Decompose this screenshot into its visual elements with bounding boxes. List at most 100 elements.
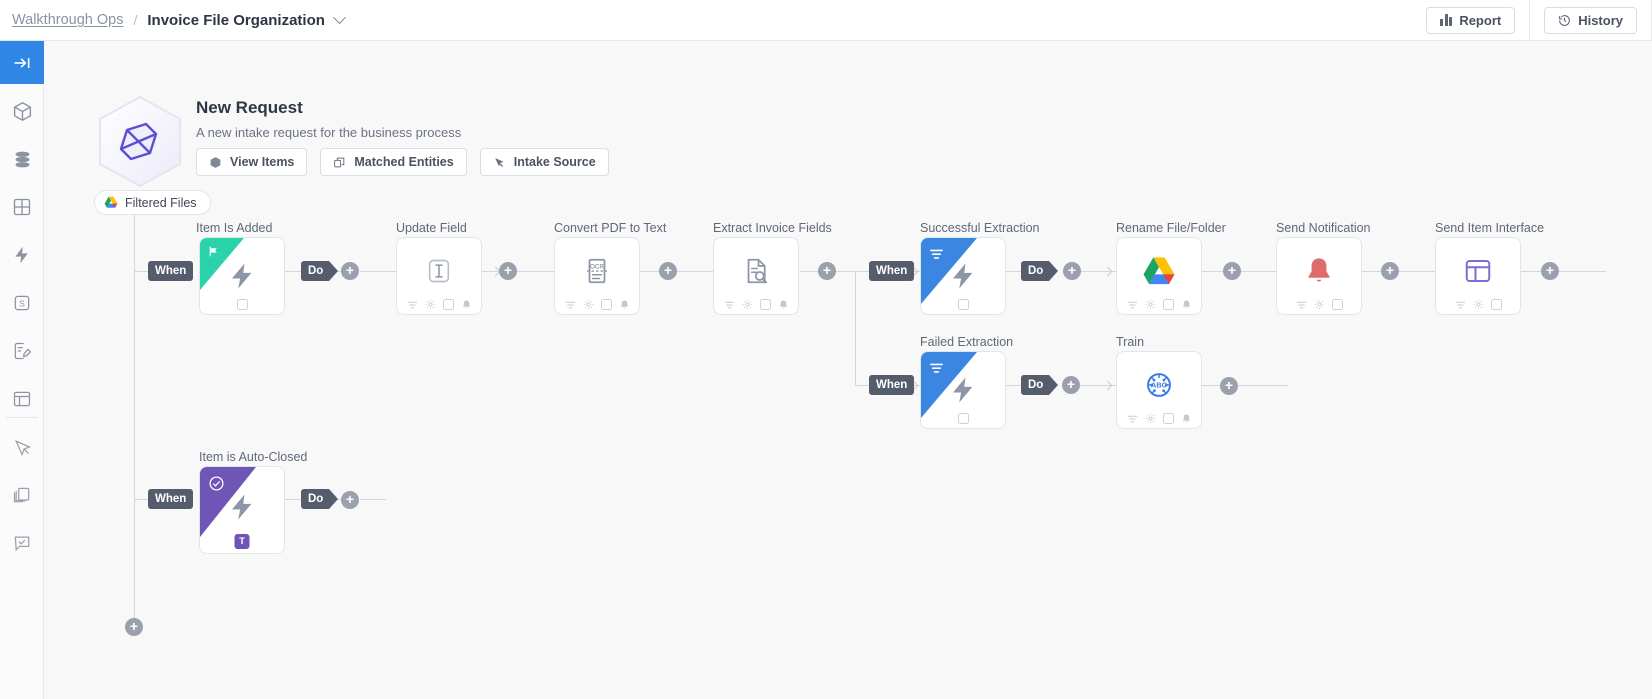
checkbox-icon[interactable]	[1331, 299, 1343, 310]
layout-icon	[13, 391, 31, 407]
filter-icon[interactable]	[407, 299, 418, 310]
arrow-icon	[1102, 266, 1113, 277]
node-card-extract-invoice-fields[interactable]	[713, 237, 799, 315]
do-pill-failed-extraction[interactable]: Do	[1021, 375, 1059, 395]
gear-icon[interactable]	[1145, 299, 1156, 310]
node-card-rename-file-folder[interactable]	[1116, 237, 1202, 315]
node-label-item-is-added: Item Is Added	[196, 221, 273, 235]
when-pill-successful-extraction[interactable]: When	[869, 261, 915, 281]
source-chip-filtered-files[interactable]: Filtered Files	[94, 190, 211, 215]
checkbox-icon[interactable]	[759, 299, 771, 310]
intake-source-button[interactable]: Intake Source	[479, 148, 609, 176]
add-action-after-interface[interactable]: +	[1541, 262, 1559, 280]
add-action-after-update-field[interactable]: +	[499, 262, 517, 280]
add-action-after-rename[interactable]: +	[1223, 262, 1241, 280]
gear-icon[interactable]	[425, 299, 436, 310]
checkbox-icon[interactable]	[442, 299, 454, 310]
when-pill-item-added[interactable]: When	[148, 261, 194, 281]
sidebar-item-feedback[interactable]	[0, 519, 44, 567]
view-items-button[interactable]: View Items	[196, 148, 308, 176]
report-button[interactable]: Report	[1426, 6, 1516, 34]
node-icon-wrap: OCR	[555, 238, 639, 314]
sidebar-item-connections[interactable]	[0, 423, 44, 471]
node-card-update-field[interactable]	[396, 237, 482, 315]
gear-icon[interactable]	[1473, 299, 1484, 310]
do-pill-successful-extraction[interactable]: Do	[1021, 261, 1059, 281]
checkbox-icon[interactable]	[1162, 299, 1174, 310]
add-action-after-successful-extraction[interactable]: +	[1063, 262, 1081, 280]
node-card-item-is-added[interactable]	[199, 237, 285, 315]
sidebar-item-templates[interactable]	[0, 471, 44, 519]
bell-icon[interactable]	[1181, 299, 1192, 310]
sidebar-item-interfaces[interactable]	[0, 375, 44, 423]
gear-icon[interactable]	[1314, 299, 1325, 310]
workflow-canvas[interactable]: New Request A new intake request for the…	[44, 41, 1652, 699]
add-action-after-extract-fields[interactable]: +	[818, 262, 836, 280]
view-items-label: View Items	[230, 155, 295, 169]
sidebar-item-forms[interactable]	[0, 327, 44, 375]
chevron-down-icon[interactable]	[333, 10, 346, 24]
matched-entities-button[interactable]: Matched Entities	[320, 148, 467, 176]
add-action-after-auto-closed[interactable]: +	[341, 491, 359, 509]
gear-icon[interactable]	[1145, 413, 1156, 424]
node-footer-convert-pdf	[555, 299, 639, 310]
node-icon-wrap	[1436, 238, 1520, 314]
checkbox-icon[interactable]	[236, 299, 248, 310]
sidebar-item-data[interactable]	[0, 135, 44, 183]
filter-icon[interactable]	[724, 299, 735, 310]
do-pill-auto-closed[interactable]: Do	[301, 489, 339, 509]
do-pill-item-added[interactable]: Do	[301, 261, 339, 281]
gear-icon[interactable]	[583, 299, 594, 310]
node-footer-rename	[1117, 299, 1201, 310]
source-chip-label: Filtered Files	[125, 195, 197, 210]
checkbox-icon[interactable]	[1490, 299, 1502, 310]
node-label-item-is-auto-closed: Item is Auto-Closed	[199, 450, 308, 464]
document-edit-icon	[14, 342, 32, 360]
bell-icon[interactable]	[461, 299, 472, 310]
svg-text:OCR: OCR	[590, 264, 604, 271]
sidebar-item-objects[interactable]	[0, 87, 44, 135]
node-card-send-notification[interactable]	[1276, 237, 1362, 315]
gear-icon[interactable]	[742, 299, 753, 310]
add-trigger-button[interactable]: +	[125, 618, 143, 636]
page-title: Invoice File Organization	[147, 11, 325, 29]
google-drive-icon	[104, 196, 118, 208]
sidebar-item-automations[interactable]	[0, 231, 44, 279]
node-card-item-is-auto-closed[interactable]: T	[199, 466, 285, 554]
hexagon-badge-icon	[99, 95, 181, 188]
sidebar-item-s-module[interactable]: S	[0, 279, 44, 327]
bell-icon[interactable]	[619, 299, 630, 310]
node-card-successful-extraction[interactable]	[920, 237, 1006, 315]
flag-icon	[209, 246, 217, 257]
add-action-after-convert-pdf[interactable]: +	[659, 262, 677, 280]
sidebar-item-collapse[interactable]	[0, 41, 44, 84]
when-pill-failed-extraction[interactable]: When	[869, 375, 915, 395]
node-label-train: Train	[1116, 335, 1145, 349]
node-card-send-item-interface[interactable]	[1435, 237, 1521, 315]
add-action-after-train[interactable]: +	[1220, 377, 1238, 395]
checkbox-icon[interactable]	[1162, 413, 1174, 424]
bell-icon[interactable]	[1181, 413, 1192, 424]
filter-icon[interactable]	[1127, 299, 1138, 310]
filter-icon[interactable]	[1127, 413, 1138, 424]
filter-icon[interactable]	[1296, 299, 1307, 310]
add-action-after-item-added[interactable]: +	[341, 262, 359, 280]
filter-icon[interactable]	[1455, 299, 1466, 310]
when-pill-auto-closed[interactable]: When	[148, 489, 194, 509]
add-action-after-failed-extraction[interactable]: +	[1062, 376, 1080, 394]
node-card-failed-extraction[interactable]	[920, 351, 1006, 429]
svg-text:S: S	[19, 298, 25, 308]
node-card-train[interactable]: ABC	[1116, 351, 1202, 429]
bell-icon[interactable]	[778, 299, 789, 310]
node-icon-wrap	[714, 238, 798, 314]
checkbox-icon[interactable]	[957, 299, 969, 310]
history-button[interactable]: History	[1544, 6, 1637, 34]
add-action-after-notification[interactable]: +	[1381, 262, 1399, 280]
filter-icon[interactable]	[565, 299, 576, 310]
sidebar-item-grid[interactable]	[0, 183, 44, 231]
node-card-convert-pdf-to-text[interactable]: OCR	[554, 237, 640, 315]
breadcrumb-parent-link[interactable]: Walkthrough Ops	[12, 12, 124, 28]
checkbox-icon[interactable]	[600, 299, 612, 310]
process-actions: View Items Matched Entities Intake Sourc…	[196, 148, 609, 176]
checkbox-icon[interactable]	[957, 413, 969, 424]
